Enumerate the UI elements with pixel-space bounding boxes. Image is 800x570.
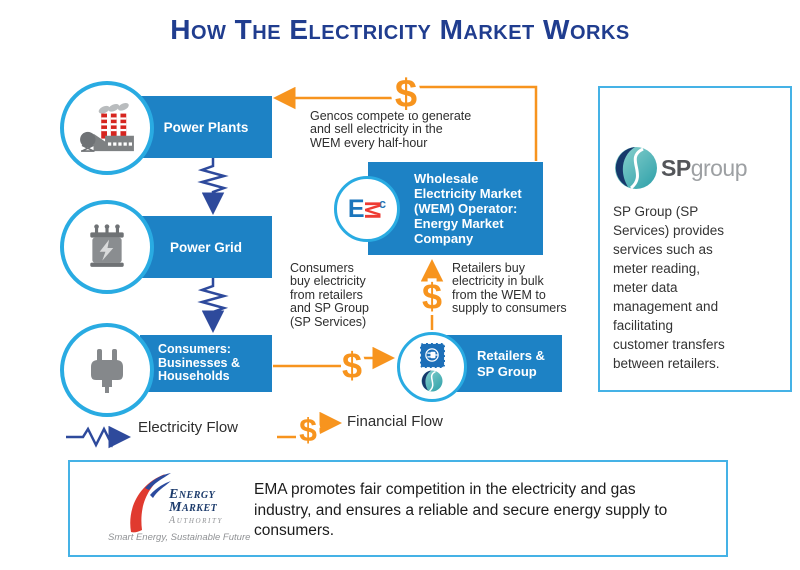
sp-group-description: SP Group (SP Services) provides services… xyxy=(613,204,725,371)
sp-wordmark-sp: SP xyxy=(661,154,691,181)
electricity-flow-legend-label: Electricity Flow xyxy=(138,419,239,436)
transformer-icon xyxy=(90,224,124,267)
ema-footer-box: Energy Market Authority Smart Energy, Su… xyxy=(68,460,728,557)
power-plants-label: Power Plants xyxy=(163,119,249,135)
sp-group-logo: SPgroup xyxy=(614,146,748,190)
factory-icon xyxy=(80,103,134,152)
power-grid-label: Power Grid xyxy=(169,239,242,255)
power-plants-box: Power Plants xyxy=(140,96,272,158)
sp-group-sphere-icon xyxy=(615,147,657,190)
consumers-box: Consumers: Businesses & Households xyxy=(140,335,272,392)
consumers-label: Consumers: Businesses & Households xyxy=(158,342,240,384)
retailer-plug-icon xyxy=(419,342,445,368)
wem-operator-label: Wholesale Electricity Market (WEM) Opera… xyxy=(414,171,522,246)
dollar-icon-legend: $ xyxy=(299,412,317,448)
sp-group-wordmark: SPgroup xyxy=(661,154,748,182)
electricity-flow-arrow-plants-grid xyxy=(197,158,229,215)
sp-wordmark-group: group xyxy=(690,154,748,181)
ema-description: EMA promotes fair competition in the ele… xyxy=(254,481,668,539)
ema-wordmark-energy: Energy xyxy=(169,487,216,502)
electricity-flow-arrow-grid-consumers xyxy=(197,278,229,333)
emc-logo: EMc xyxy=(347,194,387,223)
financial-flow-legend-label: Financial Flow xyxy=(347,413,443,430)
retailers-circle xyxy=(397,332,467,402)
wem-operator-box: Wholesale Electricity Market (WEM) Opera… xyxy=(368,162,543,255)
power-grid-box: Power Grid xyxy=(140,216,272,278)
consumers-circle xyxy=(60,323,154,417)
emc-logo-letter-e: E xyxy=(347,194,365,223)
power-grid-circle xyxy=(60,200,154,294)
retailer-plug-glyph xyxy=(425,348,439,362)
dollar-icon-retailers: $ xyxy=(422,276,442,317)
sp-group-sphere-icon-small xyxy=(421,370,443,392)
ema-wordmark-authority: Authority xyxy=(169,515,223,526)
emc-logo-letter-c: c xyxy=(378,195,387,211)
electricity-flow-legend-icon xyxy=(66,425,131,449)
plug-icon xyxy=(91,349,123,393)
dollar-icon-consumers: $ xyxy=(342,345,362,386)
wem-operator-circle: EMc xyxy=(334,176,400,242)
sp-group-panel: SPgroup SP Group (SP Services) provides … xyxy=(598,86,792,392)
emc-logo-letter-m: M xyxy=(359,200,385,219)
gencos-annotation: Gencos compete to generate and sell elec… xyxy=(310,109,472,150)
ema-tagline: Smart Energy, Sustainable Future xyxy=(108,532,251,543)
ema-wordmark: Energy Market Authority xyxy=(169,488,223,527)
page-title: How The Electricity Market Works xyxy=(170,14,630,45)
ema-swoosh-icon xyxy=(130,473,171,533)
power-plants-circle xyxy=(60,81,154,175)
retailers-buy-annotation: Retailers buy electricity in bulk from t… xyxy=(452,261,567,316)
ema-wordmark-market: Market xyxy=(169,500,218,515)
retailers-label: Retailers & SP Group xyxy=(477,347,545,379)
consumers-buy-annotation: Consumers buy electricity from retailers… xyxy=(290,261,369,329)
